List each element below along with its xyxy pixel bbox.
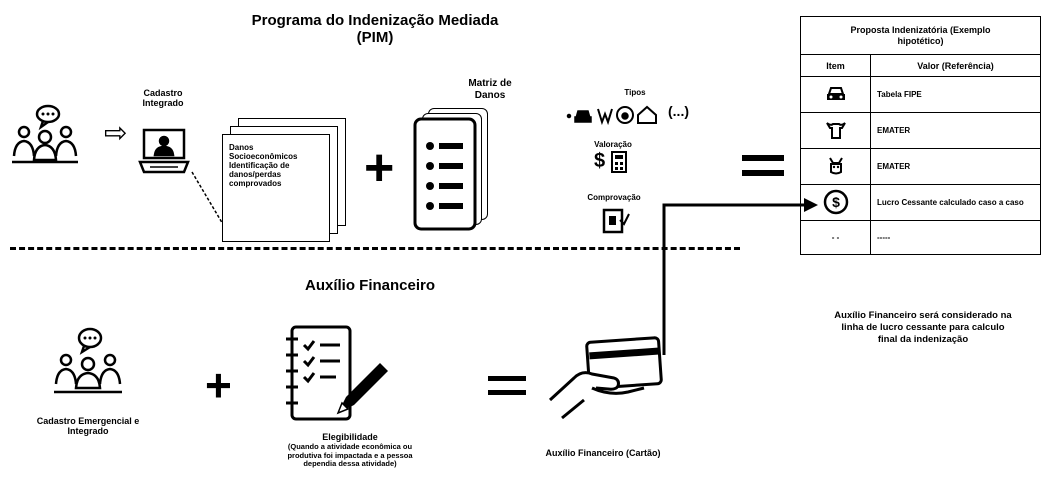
- section-divider: [10, 247, 740, 250]
- pim-title: Programa do Indenização Mediada (PIM): [251, 12, 499, 46]
- row-valor: EMATER: [870, 148, 1041, 185]
- tipos-label: Tipos: [624, 88, 646, 97]
- document-danos: Danos Socioeconômicos Identificação de d…: [222, 134, 330, 242]
- elegibilidade-title: Elegibilidade: [322, 432, 378, 442]
- elegibilidade-desc: (Quando a atividade econômica ou produti…: [287, 442, 413, 468]
- plus-sign: +: [364, 139, 395, 197]
- laptop-user-icon: [138, 128, 190, 174]
- equals-bar-top: [742, 155, 784, 161]
- doc-line: Danos: [229, 143, 254, 152]
- row-valor: -----: [870, 220, 1041, 255]
- tipos-icons: [566, 105, 657, 126]
- dollar-glyph: $: [832, 194, 840, 210]
- people-group-icon: [12, 104, 78, 164]
- notepad-pencil-icon: [286, 325, 388, 421]
- cow-icon: [825, 121, 846, 139]
- doc-line: danos/perdas: [229, 170, 282, 179]
- valoracao-label: Valoração: [594, 140, 632, 149]
- goat-icon: [828, 156, 843, 174]
- proposta-table: Proposta Indenizatória (Exemplo hipotéti…: [800, 16, 1041, 255]
- cadastro-emergencial-label: Cadastro Emergencial e Integrado: [36, 416, 140, 436]
- hand-card-icon: [548, 336, 663, 420]
- row-item: - -: [800, 220, 871, 255]
- arrow-right-icon: ⇨: [104, 116, 128, 149]
- auxilio-cartao-label: Auxílio Financeiro (Cartão): [545, 448, 661, 458]
- table-row: EMATER: [800, 148, 1041, 185]
- equals-bar-bottom: [742, 170, 784, 176]
- connector-line: [191, 171, 225, 227]
- plus-sign-bottom: +: [205, 359, 232, 411]
- table-row: - - -----: [800, 220, 1041, 255]
- table-row: EMATER: [800, 112, 1041, 149]
- comprovacao-label: Comprovação: [587, 193, 641, 202]
- matriz-label: Matriz de Danos: [468, 78, 512, 101]
- cadastro-integrado-label: Cadastro Integrado: [142, 88, 184, 108]
- equals-bar-top-bottom: [488, 376, 526, 381]
- car-icon: [826, 86, 845, 100]
- dollar-circle-icon: $: [823, 189, 848, 214]
- tipos-more: (...): [668, 103, 689, 119]
- doc-line: Socioeconômicos: [229, 152, 298, 161]
- calculator-icon: [611, 151, 627, 173]
- auxilio-title: Auxílio Financeiro: [304, 277, 436, 294]
- doc-line: Identificação de: [229, 161, 290, 170]
- people-group-icon-bottom: [54, 327, 122, 394]
- checklist-icon: [413, 117, 477, 231]
- row-valor: EMATER: [870, 112, 1041, 149]
- equals-bar-bottom-bottom: [488, 390, 526, 395]
- dollar-icon: $: [594, 150, 606, 172]
- receipt-check-icon: [602, 208, 630, 234]
- doc-line: comprovados: [229, 179, 282, 188]
- note-text: Auxílio Financeiro será considerado na l…: [834, 310, 1012, 345]
